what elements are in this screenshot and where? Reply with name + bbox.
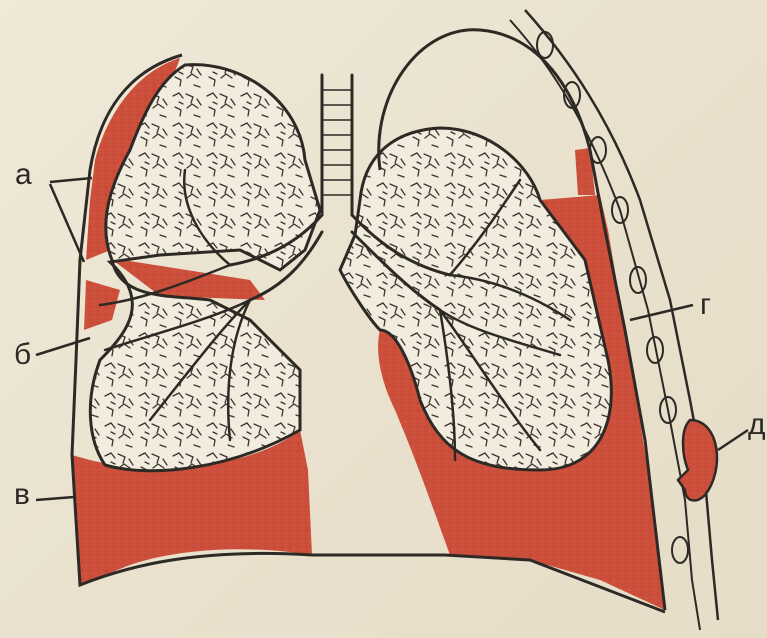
- label-b: б: [14, 340, 31, 370]
- label-v: в: [14, 480, 30, 510]
- chest-wall-bulge: [678, 420, 717, 500]
- label-a: а: [15, 160, 32, 190]
- label-g: г: [700, 290, 711, 320]
- trachea: [322, 75, 352, 215]
- trachea-rings: [322, 90, 352, 195]
- label-d: д: [748, 410, 766, 440]
- right-lung: [340, 128, 611, 470]
